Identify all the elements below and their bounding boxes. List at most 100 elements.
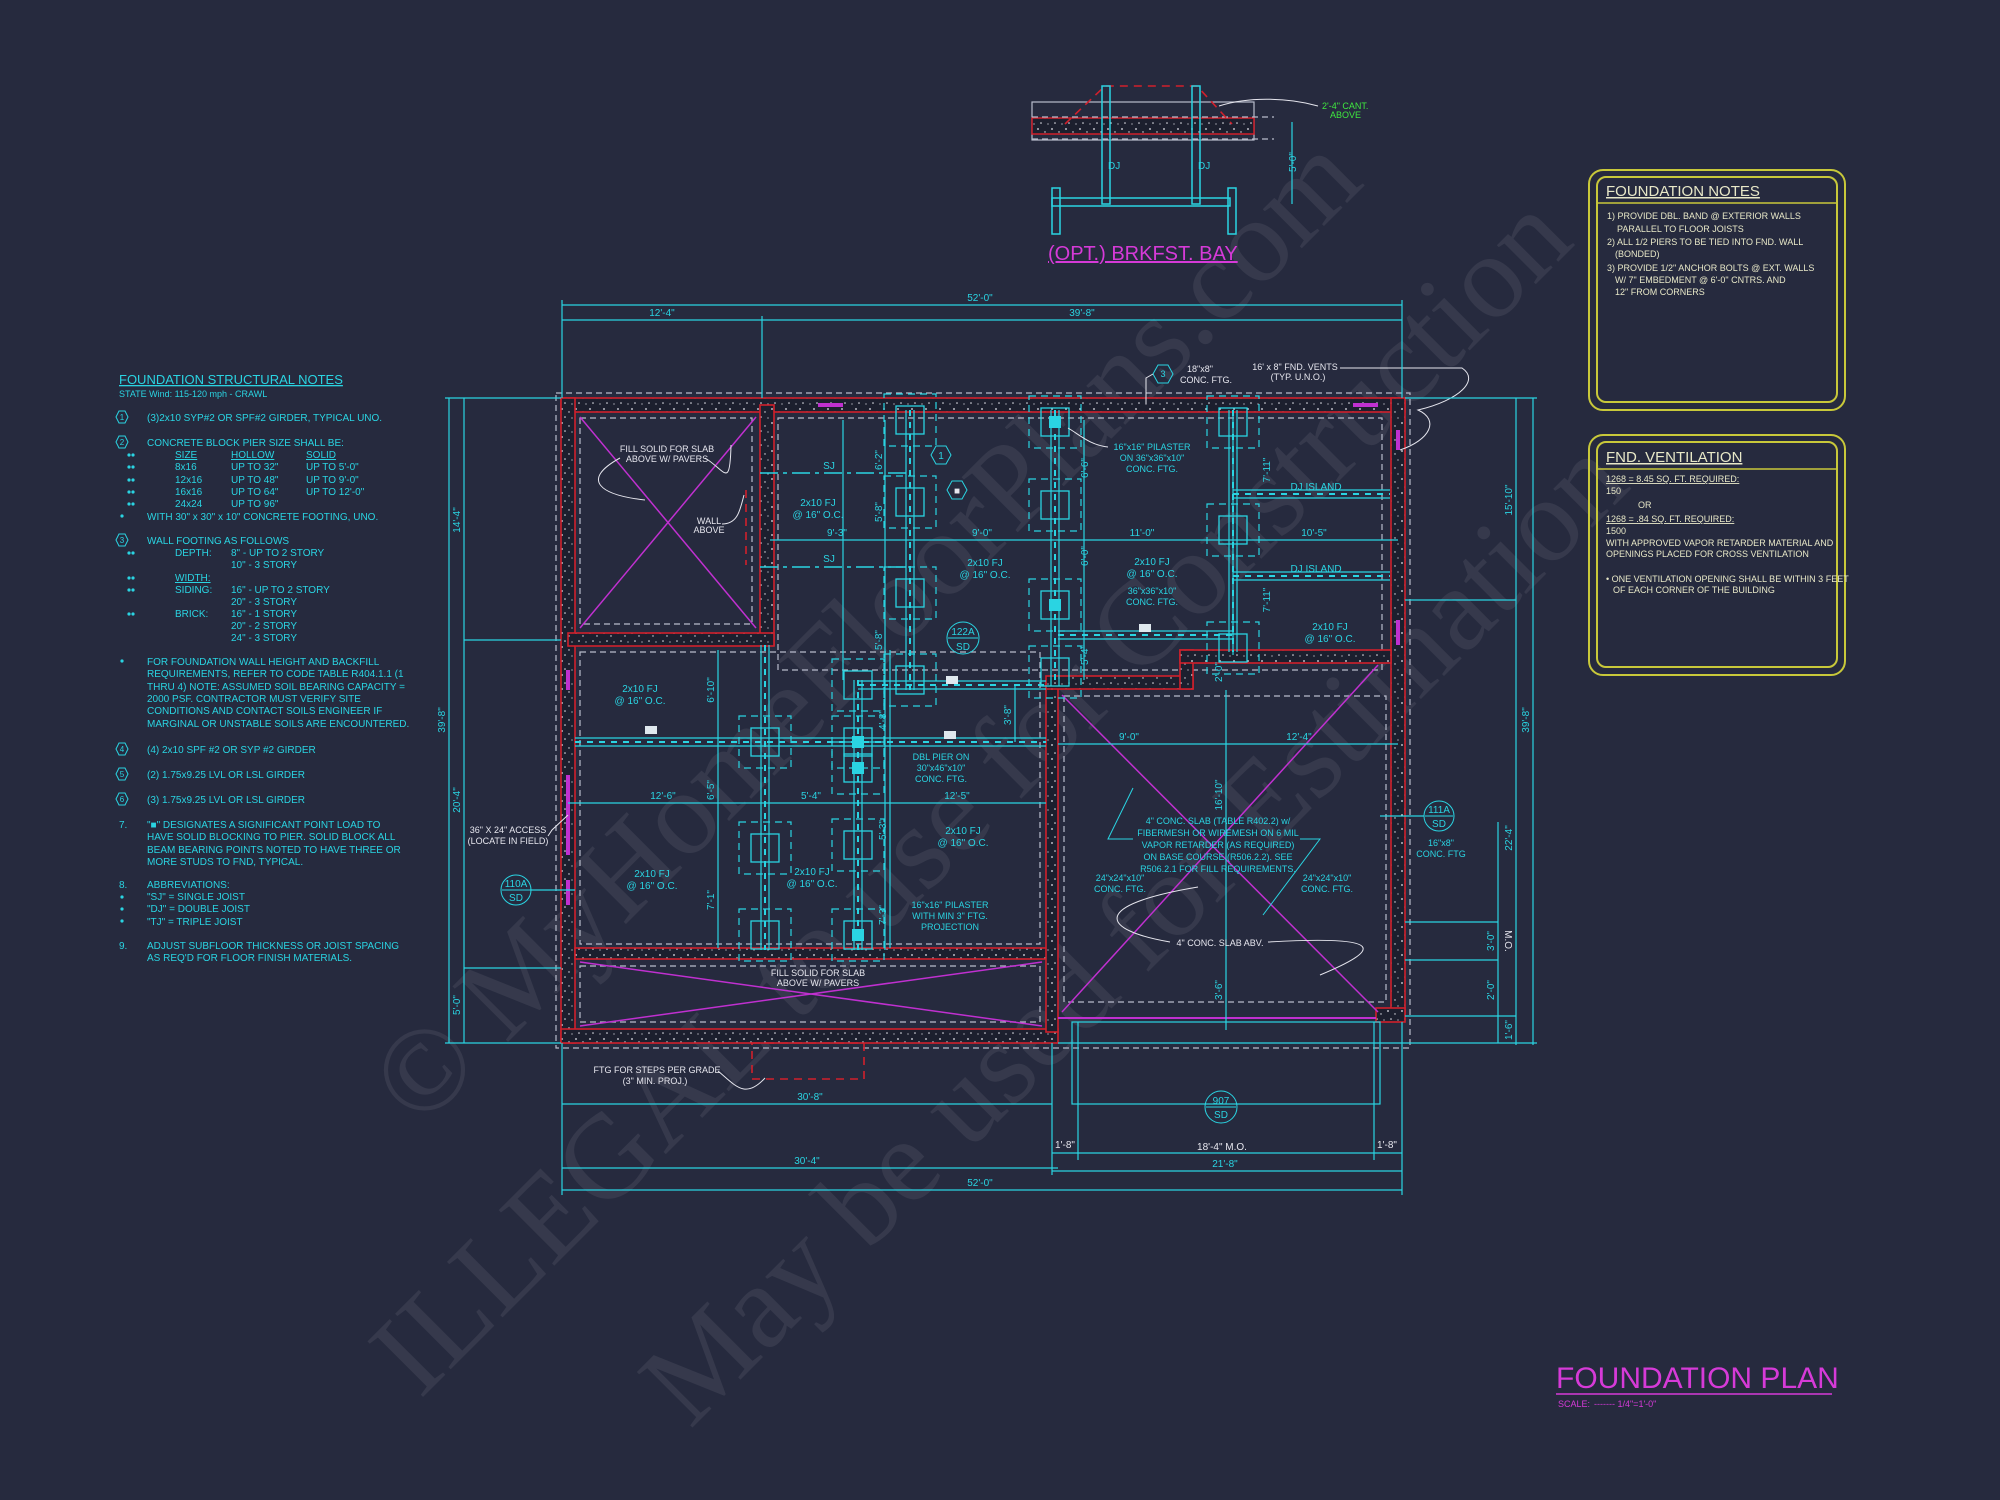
structural-notes-subtitle: STATE Wind: 115-120 mph - CRAWL xyxy=(119,389,267,399)
hex-tag: 1 xyxy=(938,451,944,462)
note-marker: 1 xyxy=(120,413,125,422)
note-9: 9. ADJUST SUBFLOOR THICKNESS OR JOIST SP… xyxy=(119,941,399,964)
callout-line: 4" CONC. SLAB ABV. xyxy=(1177,938,1264,948)
tag-number: 111A xyxy=(1428,805,1450,816)
dim-text: 39'-8" xyxy=(1521,707,1532,733)
point-load-marker xyxy=(852,762,864,774)
note-line: BEAM BEARING POINTS NOTED TO HAVE THREE … xyxy=(147,845,401,856)
dim-text: 3'-0" xyxy=(1486,931,1497,951)
pier-size: 12x16 xyxy=(175,475,203,486)
dim-text: 3'-6" xyxy=(1214,980,1225,1000)
joist-spacing: @ 16" O.C. xyxy=(938,838,989,849)
ventilation-line: OF EACH CORNER OF THE BUILDING xyxy=(1613,585,1775,595)
pier-footing xyxy=(831,658,885,712)
girder xyxy=(1233,489,1390,499)
joist-label: 2x10 FJ xyxy=(800,498,836,509)
pier xyxy=(1028,395,1082,449)
callout-line: 36" X 24" ACCESS xyxy=(470,825,546,835)
wall xyxy=(1045,681,1059,1033)
pier-block xyxy=(750,833,780,863)
callout-line: CONC. FTG. xyxy=(915,774,967,784)
callout-line: (3" MIN. PROJ.) xyxy=(623,1076,688,1086)
note-text: (3) 1.75x9.25 LVL OR LSL GIRDER xyxy=(147,795,305,806)
dim-text: 12'-5" xyxy=(944,791,970,802)
tag-sheet: SD xyxy=(1214,1110,1228,1121)
dim-text: 2'-0" xyxy=(1214,662,1225,682)
callout-line: ON BASE COURSE (R506.2.2). SEE xyxy=(1143,852,1292,862)
note-marker: 7. xyxy=(119,820,127,831)
callout-line: FIBERMESH OR WIREMESH ON 6 MIL xyxy=(1137,828,1299,838)
callout-line: FTG FOR STEPS PER GRADE xyxy=(593,1065,720,1075)
ventilation-line: OPENINGS PLACED FOR CROSS VENTILATION xyxy=(1606,549,1809,559)
pier xyxy=(1028,478,1082,532)
note-6: 6 (3) 1.75x9.25 LVL OR LSL GIRDER xyxy=(115,792,305,806)
siding-label: SIDING: xyxy=(175,585,212,596)
pier xyxy=(738,715,792,769)
pier-block xyxy=(895,405,925,435)
point-load-marker xyxy=(1049,416,1061,428)
pier-hollow: UP TO 48" xyxy=(231,475,279,486)
foundation-walls xyxy=(560,397,1406,1044)
dim-text: 7'-11" xyxy=(1262,457,1273,482)
note-line: FOR FOUNDATION WALL HEIGHT AND BACKFILL xyxy=(147,657,380,668)
hex-tag: 3 xyxy=(1160,369,1165,379)
note-3: 3 WALL FOOTING AS FOLLOWS DEPTH: 8" - UP… xyxy=(115,533,330,644)
abbreviation: "SJ" = SINGLE JOIST xyxy=(147,892,245,903)
note-7: 7. "■" DESIGNATES A SIGNIFICANT POINT LO… xyxy=(119,820,401,868)
dim-text: M.O. xyxy=(1502,930,1513,952)
dim-text: 5'-4" xyxy=(1080,645,1091,665)
depth-value: 8" - UP TO 2 STORY xyxy=(231,548,325,559)
note-line: ADJUST SUBFLOOR THICKNESS OR JOIST SPACI… xyxy=(147,941,399,952)
foundation-note-line: 2) ALL 1/2 PIERS TO BE TIED INTO FND. WA… xyxy=(1607,237,1803,247)
pier-hollow: UP TO 32" xyxy=(231,462,279,473)
note-line: 2000 PSF. CONTRACTOR MUST VERIFY SITE xyxy=(147,694,361,705)
dim-text: 9'-0" xyxy=(1119,732,1139,743)
dim-text: 39'-8" xyxy=(1069,308,1095,319)
callout-line: CONC. FTG. xyxy=(1301,884,1353,894)
pier-size: 16x16 xyxy=(175,487,203,498)
note-text: (3)2x10 SYP#2 OR SPF#2 GIRDER, TYPICAL U… xyxy=(147,413,382,424)
callout-line: CONC. FTG. xyxy=(1126,597,1178,607)
pier xyxy=(1028,578,1082,632)
pier-block xyxy=(843,670,873,700)
joist-spacing: @ 16" O.C. xyxy=(615,696,666,707)
pier-block xyxy=(750,727,780,757)
pier-table-header: SOLID xyxy=(306,450,336,461)
tag-number: 122A xyxy=(951,627,975,638)
point-load-marker xyxy=(852,929,864,941)
dim-text: 9'-0" xyxy=(972,528,992,539)
joist-label: DJ ISLAND xyxy=(1290,482,1341,493)
note-line: REQUIREMENTS, REFER TO CODE TABLE R404.1… xyxy=(147,669,404,680)
dim-text: 6'-5" xyxy=(706,780,717,800)
blocking-marker xyxy=(946,676,958,684)
brick-label: BRICK: xyxy=(175,609,208,620)
ventilation-title: FND. VENTILATION xyxy=(1606,449,1742,466)
dim-text: 7'-1" xyxy=(706,890,717,910)
pier-block xyxy=(1040,657,1070,687)
pier-hollow: UP TO 64" xyxy=(231,487,279,498)
dim-text: 6'-2" xyxy=(874,450,885,470)
structural-notes: FOUNDATION STRUCTURAL NOTES STATE Wind: … xyxy=(115,372,409,964)
ventilation-line: WITH APPROVED VAPOR RETARDER MATERIAL AN… xyxy=(1606,538,1834,548)
blocking-marker xyxy=(645,726,657,734)
dim-text: 1'-8" xyxy=(1055,1140,1075,1151)
callout-line: (TYP. U.N.O.) xyxy=(1271,372,1326,382)
dim-text: 15'-10" xyxy=(1504,484,1515,515)
callout-line: 24"x24"x10" xyxy=(1303,873,1352,883)
note-line: HAVE SOLID BLOCKING TO PIER. SOLID BLOCK… xyxy=(147,832,396,843)
note-text: (4) 2x10 SPF #2 OR SYP #2 GIRDER xyxy=(147,745,316,756)
dim-text: 6'-10" xyxy=(706,677,717,703)
dim-text: 3'-8" xyxy=(1003,705,1014,725)
note-text: CONCRETE BLOCK PIER SIZE SHALL BE: xyxy=(147,438,344,449)
joist-spacing: @ 16" O.C. xyxy=(627,881,678,892)
pier-hollow: UP TO 96" xyxy=(231,499,279,510)
note-8: 8. ABBREVIATIONS: "SJ" = SINGLE JOIST "D… xyxy=(119,880,250,928)
